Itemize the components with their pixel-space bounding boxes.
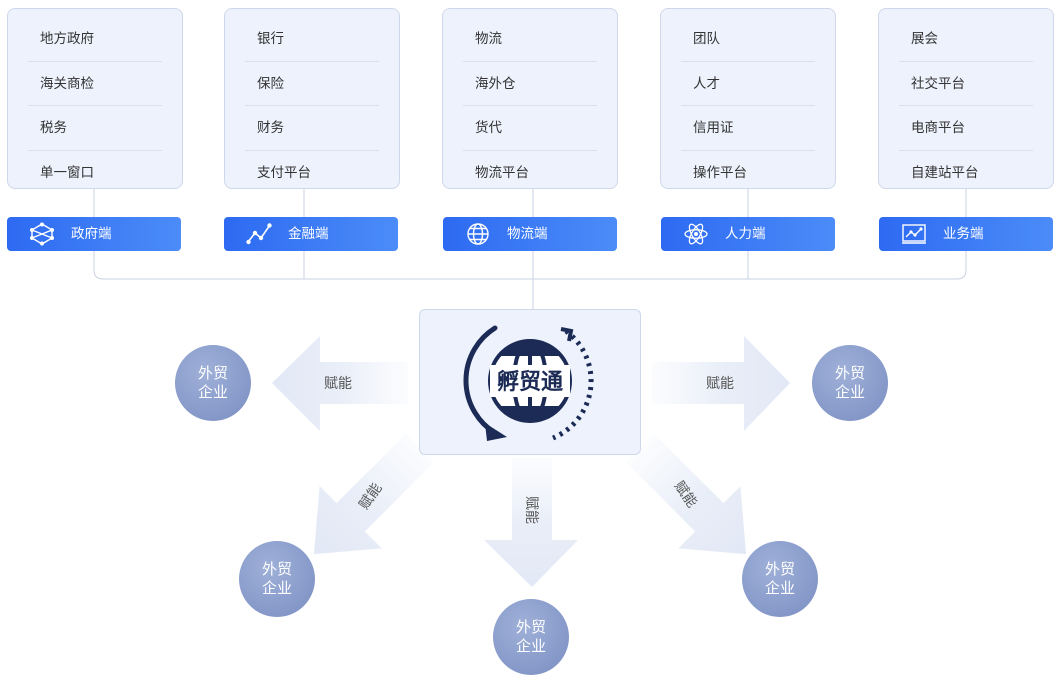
card-item: 信用证 — [681, 106, 815, 151]
tab-logistics[interactable]: 物流端 — [443, 217, 617, 251]
enterprise-line2: 企业 — [197, 383, 228, 401]
enterprise-line1: 外贸 — [261, 560, 292, 578]
enterprise-line1: 外贸 — [197, 364, 228, 382]
card-item: 团队 — [681, 17, 815, 62]
enterprise-circle-right: 外贸企业 — [812, 345, 888, 421]
card-item: 单一窗口 — [40, 164, 94, 181]
arrow-right — [652, 336, 790, 431]
card-item: 社交平台 — [899, 62, 1033, 106]
card-item: 支付平台 — [257, 164, 311, 181]
enterprise-line1: 外贸 — [764, 560, 795, 578]
arrow-down-right — [625, 433, 747, 555]
card-item: 海外仓 — [463, 62, 597, 106]
card-item: 物流 — [463, 17, 597, 62]
arrow-down — [484, 458, 578, 587]
enterprise-circle-bottom-left: 外贸企业 — [239, 541, 315, 617]
tab-finance[interactable]: 金融端 — [224, 217, 398, 251]
category-card-logistics: 物流 海外仓 货代 物流平台 — [442, 8, 618, 189]
enterprise-line2: 企业 — [834, 383, 865, 401]
card-item: 操作平台 — [693, 164, 747, 181]
card-item: 物流平台 — [475, 164, 529, 181]
tab-label: 业务端 — [943, 226, 984, 242]
card-item: 地方政府 — [28, 17, 162, 62]
tab-business[interactable]: 业务端 — [879, 217, 1053, 251]
platform-logo-box: 孵贸通 — [419, 309, 641, 455]
enterprise-line1: 外贸 — [515, 618, 546, 636]
tab-government[interactable]: 政府端 — [7, 217, 181, 251]
arrow-left — [272, 336, 408, 431]
chart-board-icon — [902, 224, 926, 244]
tab-hr[interactable]: 人力端 — [661, 217, 835, 251]
enterprise-circle-bottom: 外贸企业 — [493, 599, 569, 675]
card-item: 银行 — [245, 17, 379, 62]
tab-label: 金融端 — [288, 226, 329, 242]
card-item: 保险 — [245, 62, 379, 106]
arrow-down-left — [313, 433, 435, 555]
tab-label: 人力端 — [725, 226, 766, 242]
network-nodes-icon — [30, 222, 54, 246]
category-card-finance: 银行 保险 财务 支付平台 — [224, 8, 400, 189]
category-card-business: 展会 社交平台 电商平台 自建站平台 — [878, 8, 1054, 189]
category-card-government: 地方政府 海关商检 税务 单一窗口 — [7, 8, 183, 189]
globe-logo-icon: 孵贸通 — [463, 325, 594, 441]
tab-label: 物流端 — [507, 226, 548, 242]
enterprise-circle-left: 外贸企业 — [175, 345, 251, 421]
atom-icon — [684, 223, 708, 245]
enterprise-line2: 企业 — [515, 637, 546, 655]
card-item: 展会 — [899, 17, 1033, 62]
globe-icon — [467, 223, 489, 245]
enterprise-circle-bottom-right: 外贸企业 — [742, 541, 818, 617]
trend-line-icon — [246, 223, 272, 245]
card-item: 电商平台 — [899, 106, 1033, 151]
card-item: 货代 — [463, 106, 597, 151]
category-card-hr: 团队 人才 信用证 操作平台 — [660, 8, 836, 189]
enterprise-line2: 企业 — [261, 579, 292, 597]
card-item: 税务 — [28, 106, 162, 151]
card-item: 海关商检 — [28, 62, 162, 106]
enterprise-line2: 企业 — [764, 579, 795, 597]
card-item: 人才 — [681, 62, 815, 106]
card-item: 自建站平台 — [911, 164, 979, 181]
arrow-label-right: 赋能 — [706, 376, 734, 392]
arrow-label-down: 赋能 — [523, 496, 539, 524]
card-item: 财务 — [245, 106, 379, 151]
enterprise-line1: 外贸 — [834, 364, 865, 382]
logo-text: 孵贸通 — [497, 369, 563, 395]
arrow-label-left: 赋能 — [324, 376, 352, 392]
tab-label: 政府端 — [71, 226, 112, 242]
